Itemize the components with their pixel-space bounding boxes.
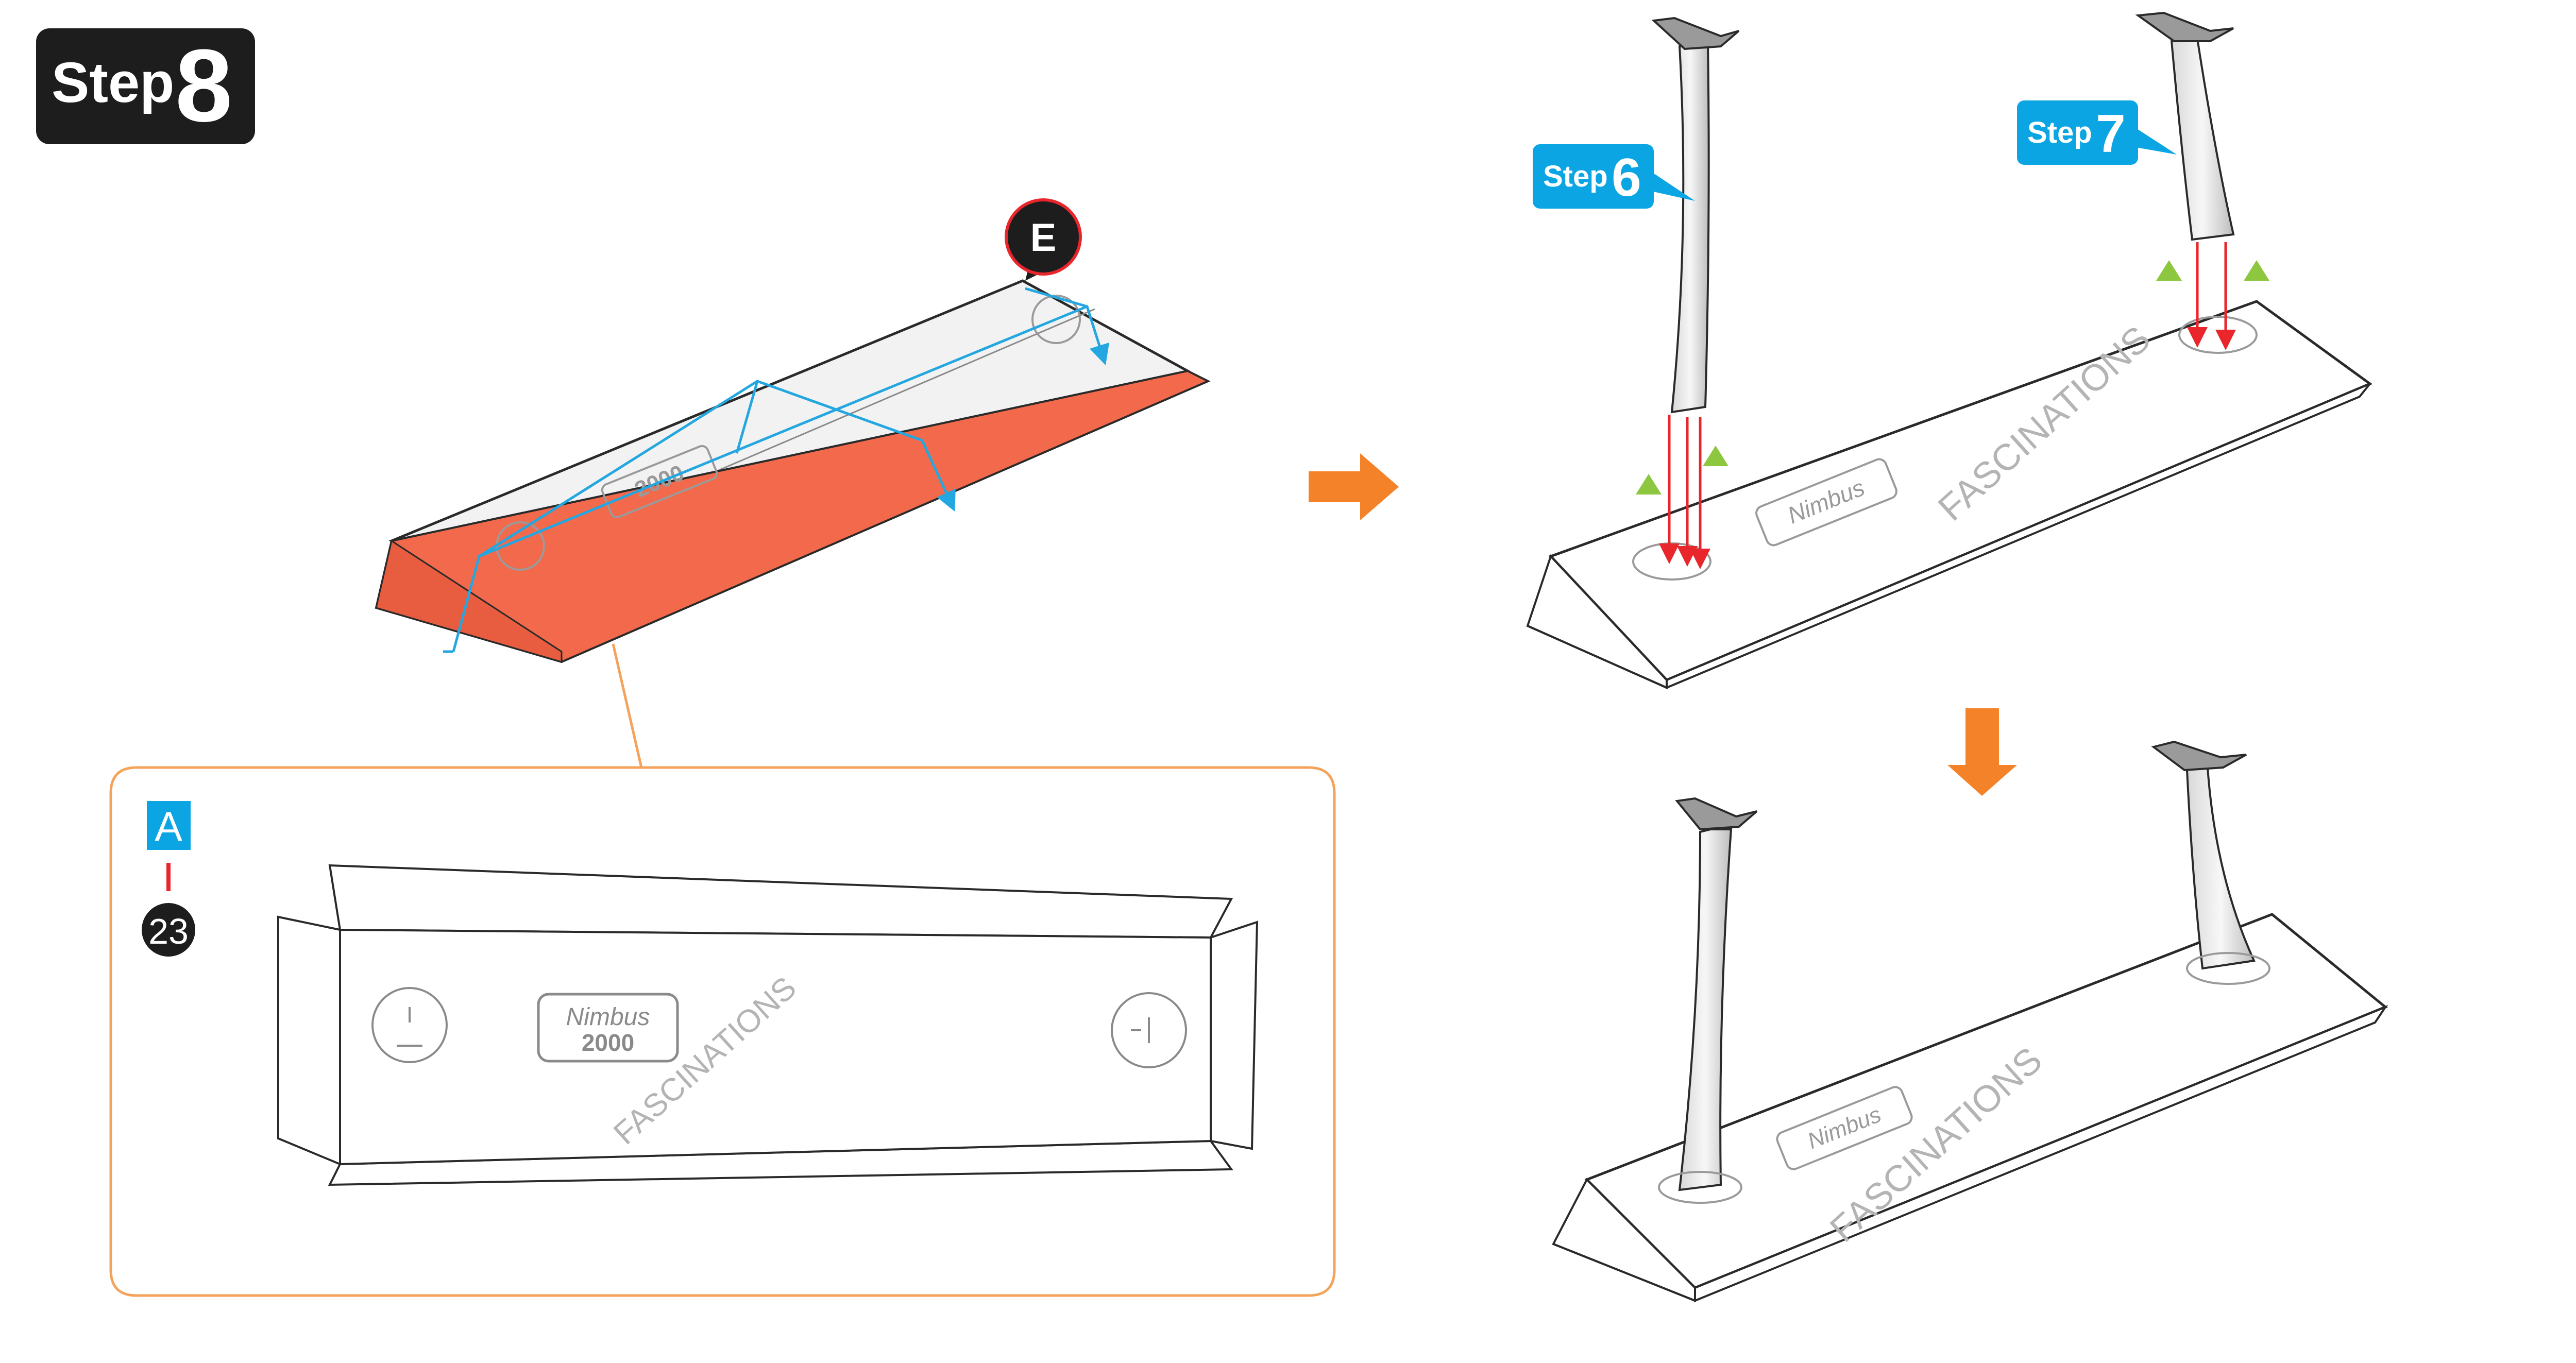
part-letter: A — [155, 804, 182, 849]
net-logo-word1: Nimbus — [566, 1003, 650, 1031]
stand-right-detached — [2135, 11, 2269, 350]
flat-base-net — [277, 864, 1259, 1186]
callout-step6: Step 6 — [1533, 144, 1695, 209]
part-letter-badge — [147, 801, 191, 850]
flow-arrow-down — [1947, 708, 2017, 796]
callout-step7: Step 7 — [2017, 100, 2177, 165]
callout-step6-number: 6 — [1612, 148, 1641, 208]
callout-step7-label: Step — [2027, 116, 2092, 149]
marker-e: E — [1005, 198, 1082, 281]
net-hole-left — [371, 987, 448, 1063]
callout-step7-number: 7 — [2096, 104, 2126, 164]
detail-connector — [612, 643, 670, 769]
part-number: 23 — [148, 911, 189, 951]
step-badge-label: Step — [52, 51, 174, 114]
callout-step6-label: Step — [1543, 160, 1608, 193]
net-logo-plate: Nimbus 2000 — [537, 993, 679, 1063]
align-triangle — [2244, 260, 2269, 281]
net-hole-right — [1111, 992, 1187, 1068]
assembled-stand: Nimbus FASCINATIONS — [1552, 740, 2388, 1302]
part-number-badge — [142, 903, 195, 957]
stand-left-detached — [1636, 16, 1740, 569]
detail-panel: A 23 Nimbus 2000 FASCINATIONS — [109, 766, 1336, 1297]
align-triangle — [1703, 446, 1728, 466]
fold-guide-lines — [443, 287, 1110, 653]
net-logo-word2: 2000 — [582, 1029, 634, 1056]
step-badge-number: 8 — [175, 28, 232, 143]
step-badge: Step 8 — [36, 28, 255, 144]
flow-arrow-right — [1309, 453, 1399, 520]
marker-e-label: E — [1030, 216, 1057, 260]
align-triangle — [1636, 474, 1662, 495]
folded-base-illustration: 2000 E — [375, 198, 1211, 663]
align-triangle — [2156, 260, 2182, 281]
